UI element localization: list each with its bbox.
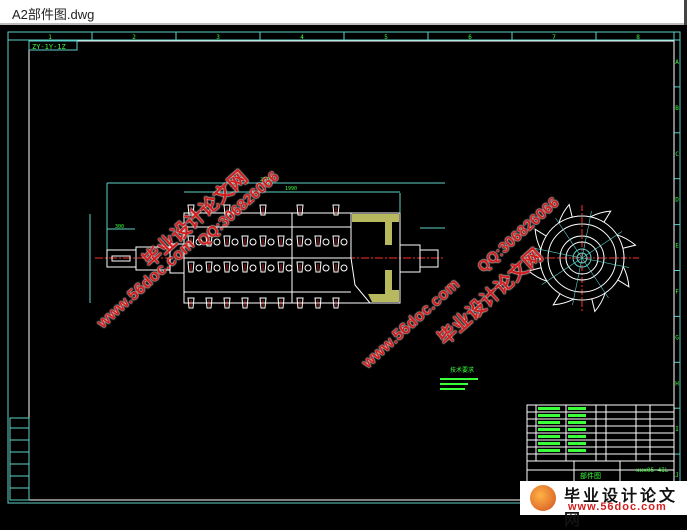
cutter-tooth (277, 297, 285, 309)
row-label: E (675, 243, 679, 250)
cutter-tooth (314, 261, 322, 273)
blade (558, 203, 573, 224)
blade (616, 234, 637, 249)
cutter-tooth (259, 235, 267, 247)
row-label: G (675, 334, 679, 341)
roller-end-view (525, 203, 640, 313)
row-label: H (675, 380, 679, 387)
column-label: 8 (636, 34, 640, 41)
cutter-tooth (332, 261, 340, 273)
cutter-tooth (259, 261, 267, 273)
row-label: C (675, 151, 679, 158)
cutter-tooth (296, 297, 304, 309)
svg-text:1990: 1990 (285, 186, 297, 192)
column-label: 7 (552, 34, 556, 41)
title-bar: A2部件图.dwg (0, 0, 687, 25)
cutter-tooth (277, 235, 285, 247)
blade (590, 210, 612, 223)
column-label: 6 (468, 34, 472, 41)
drawing-code: ZY-1Y-1Z (32, 43, 66, 51)
cutter-tooth (205, 235, 213, 247)
row-label: F (675, 288, 679, 295)
column-label: 1 (48, 34, 52, 41)
cutter-tooth (296, 261, 304, 273)
banner-site-url: www.56doc.com (568, 501, 667, 513)
cutter-tooth (187, 261, 195, 273)
cutter-tooth (187, 235, 195, 247)
inner-frame (28, 40, 675, 501)
cutter-tooth (259, 204, 267, 216)
site-logo-icon (530, 485, 556, 511)
row-label: B (675, 105, 679, 112)
row-label: J (675, 472, 679, 479)
blade (617, 266, 630, 288)
column-label: 2 (132, 34, 136, 41)
title-block-name: 部件图 (580, 471, 601, 480)
blade (534, 228, 547, 250)
cutter-tooth (241, 261, 249, 273)
side-table (9, 417, 30, 501)
blade (591, 292, 606, 313)
cutter-tooth (332, 297, 340, 309)
site-banner[interactable]: 毕业设计论文网 www.56doc.com (520, 481, 687, 529)
blade (552, 293, 574, 306)
column-label: 4 (300, 34, 304, 41)
cutter-tooth (314, 297, 322, 309)
cutter-tooth (277, 261, 285, 273)
title-block-code: xxx05-4IL (636, 467, 669, 474)
cutter-tooth (223, 235, 231, 247)
cutter-tooth (241, 297, 249, 309)
cutter-tooth (296, 235, 304, 247)
row-label: D (675, 197, 679, 204)
file-title: A2部件图.dwg (12, 7, 95, 22)
cutter-tooth (332, 204, 340, 216)
cutter-tooth (205, 297, 213, 309)
title-block (526, 404, 675, 501)
svg-text:300: 300 (115, 224, 124, 230)
cad-drawing: 1 2 3 4 5 6 7 8 A B C D E F G H I J ZY-1Y-1Z 300 2670 19… (7, 31, 681, 504)
cutter-tooth (241, 235, 249, 247)
column-label: 3 (216, 34, 220, 41)
cutter-tooth (187, 297, 195, 309)
row-label: A (675, 59, 679, 66)
cutter-tooth (296, 204, 304, 216)
tech-requirements-title: 技术要求 (450, 366, 474, 374)
code-box (28, 40, 78, 51)
cutter-tooth (223, 204, 231, 216)
svg-text:2670: 2670 (260, 177, 272, 183)
cutter-tooth (187, 204, 195, 216)
cutter-tooth (223, 297, 231, 309)
scrollbar[interactable] (684, 0, 687, 25)
drawing-canvas[interactable]: 1 2 3 4 5 6 7 8 A B C D E F G H I J ZY-1Y-1Z 300 2670 19… (0, 27, 687, 515)
cutter-tooth (205, 261, 213, 273)
row-label: I (675, 426, 679, 433)
cutter-tooth (332, 235, 340, 247)
cutter-tooth (223, 261, 231, 273)
blade (527, 267, 548, 282)
tech-requirements: 技术要求 (440, 366, 478, 390)
cutter-tooth (259, 297, 267, 309)
roller-side-view: 300 2670 1990 (89, 177, 445, 309)
cutter-tooth (314, 235, 322, 247)
column-label: 5 (384, 34, 388, 41)
